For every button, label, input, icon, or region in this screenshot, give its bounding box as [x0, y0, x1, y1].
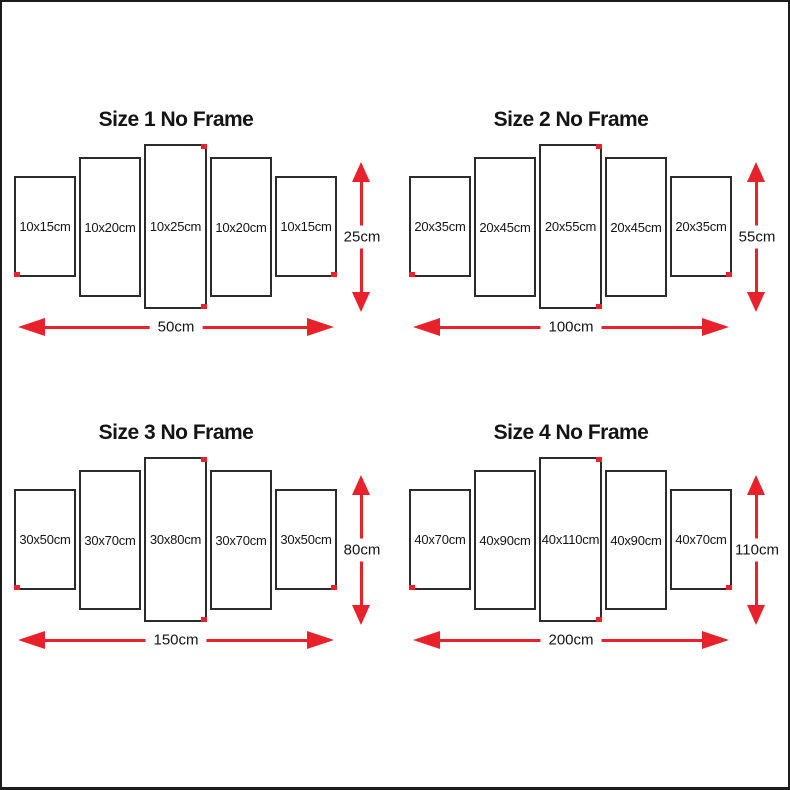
height-arrow: 25cm: [342, 162, 382, 312]
canvas-panel: 30x70cm: [210, 470, 272, 610]
corner-mark: [596, 617, 602, 622]
total-width-label: 50cm: [149, 318, 203, 336]
total-height-label: 55cm: [737, 225, 777, 249]
size-1-diagram: Size 1 No Frame 10x15cm 10x20cm 10x25cm …: [2, 97, 397, 392]
diagram-title: Size 4 No Frame: [493, 421, 649, 444]
total-height-label: 110cm: [734, 538, 780, 562]
arrow-up-icon: [747, 475, 765, 495]
corner-mark: [331, 272, 337, 277]
panel-size-label: 30x70cm: [84, 532, 136, 548]
canvas-panel: 40x110cm: [539, 457, 602, 622]
panel-size-label: 40x90cm: [610, 532, 662, 548]
panel-size-label: 40x70cm: [414, 532, 466, 547]
panel-size-label: 20x45cm: [479, 219, 531, 235]
total-width-label: 100cm: [540, 318, 602, 336]
canvas-panel: 40x70cm: [409, 489, 471, 590]
canvas-panel: 10x20cm: [79, 157, 141, 297]
canvas-panel: 20x35cm: [409, 176, 471, 277]
canvas-panel: 40x70cm: [670, 489, 732, 590]
width-arrow: 100cm: [413, 318, 729, 336]
arrow-left-icon: [18, 318, 45, 336]
diagram-title: Size 1 No Frame: [98, 108, 254, 131]
panel-size-label: 30x50cm: [19, 532, 71, 547]
panel-size-label: 30x80cm: [149, 532, 202, 547]
corner-mark: [596, 144, 602, 149]
arrow-right-icon: [307, 318, 334, 336]
corner-mark: [201, 144, 207, 149]
total-width-label: 150cm: [145, 631, 207, 649]
arrow-left-icon: [18, 631, 45, 649]
canvas-panel: 20x45cm: [474, 157, 536, 297]
panel-size-label: 40x110cm: [541, 532, 600, 547]
panel-size-label: 20x45cm: [610, 219, 662, 235]
corner-mark: [409, 272, 415, 277]
corner-mark: [726, 585, 732, 590]
total-height-label: 25cm: [342, 225, 382, 249]
arrow-down-icon: [352, 605, 370, 625]
arrow-right-icon: [702, 318, 729, 336]
arrow-up-icon: [747, 162, 765, 182]
canvas-panel: 10x20cm: [210, 157, 272, 297]
total-width-label: 200cm: [540, 631, 602, 649]
panel-size-label: 30x70cm: [215, 532, 267, 548]
panel-size-label: 40x70cm: [675, 532, 727, 547]
total-height-label: 80cm: [342, 538, 382, 562]
corner-mark: [331, 585, 337, 590]
canvas-panel: 40x90cm: [474, 470, 536, 610]
panel-size-label: 10x15cm: [19, 219, 71, 234]
panel-size-label: 10x15cm: [280, 219, 332, 234]
canvas-panel: 30x50cm: [275, 489, 337, 590]
size-2-diagram: Size 2 No Frame 20x35cm 20x45cm 20x55cm …: [397, 97, 788, 392]
width-arrow: 200cm: [413, 631, 729, 649]
arrow-down-icon: [352, 292, 370, 312]
arrow-down-icon: [747, 605, 765, 625]
width-arrow: 50cm: [18, 318, 334, 336]
canvas-panel: 10x15cm: [275, 176, 337, 277]
canvas-panel: 20x55cm: [539, 144, 602, 309]
diagram-title: Size 3 No Frame: [98, 421, 254, 444]
canvas-panel: 20x35cm: [670, 176, 732, 277]
panel-size-label: 20x35cm: [675, 219, 727, 234]
panel-size-label: 10x25cm: [149, 219, 202, 234]
canvas-panel: 20x45cm: [605, 157, 667, 297]
height-arrow: 80cm: [342, 475, 382, 625]
corner-mark: [14, 585, 20, 590]
height-arrow: 110cm: [734, 475, 780, 625]
corner-mark: [201, 617, 207, 622]
canvas-panel: 10x25cm: [144, 144, 207, 309]
canvas-panel: 30x50cm: [14, 489, 76, 590]
corner-mark: [726, 272, 732, 277]
panel-size-label: 40x90cm: [479, 532, 531, 548]
size-3-diagram: Size 3 No Frame 30x50cm 30x70cm 30x80cm …: [2, 410, 397, 705]
panel-size-label: 20x55cm: [544, 219, 597, 234]
corner-mark: [14, 272, 20, 277]
canvas-panel: 30x70cm: [79, 470, 141, 610]
arrow-down-icon: [747, 292, 765, 312]
canvas-panel: 40x90cm: [605, 470, 667, 610]
arrow-up-icon: [352, 162, 370, 182]
diagram-title: Size 2 No Frame: [493, 108, 649, 131]
canvas-panel: 30x80cm: [144, 457, 207, 622]
arrow-left-icon: [413, 631, 440, 649]
height-arrow: 55cm: [737, 162, 777, 312]
arrow-right-icon: [702, 631, 729, 649]
corner-mark: [409, 585, 415, 590]
panel-size-label: 30x50cm: [280, 532, 332, 547]
width-arrow: 150cm: [18, 631, 334, 649]
corner-mark: [596, 304, 602, 309]
corner-mark: [201, 304, 207, 309]
panel-size-label: 10x20cm: [215, 219, 267, 235]
panel-size-label: 20x35cm: [414, 219, 466, 234]
arrow-right-icon: [307, 631, 334, 649]
size-4-diagram: Size 4 No Frame 40x70cm 40x90cm 40x110cm…: [397, 410, 788, 705]
arrow-up-icon: [352, 475, 370, 495]
corner-mark: [596, 457, 602, 462]
panel-size-label: 10x20cm: [84, 219, 136, 235]
corner-mark: [201, 457, 207, 462]
canvas-panel: 10x15cm: [14, 176, 76, 277]
arrow-left-icon: [413, 318, 440, 336]
